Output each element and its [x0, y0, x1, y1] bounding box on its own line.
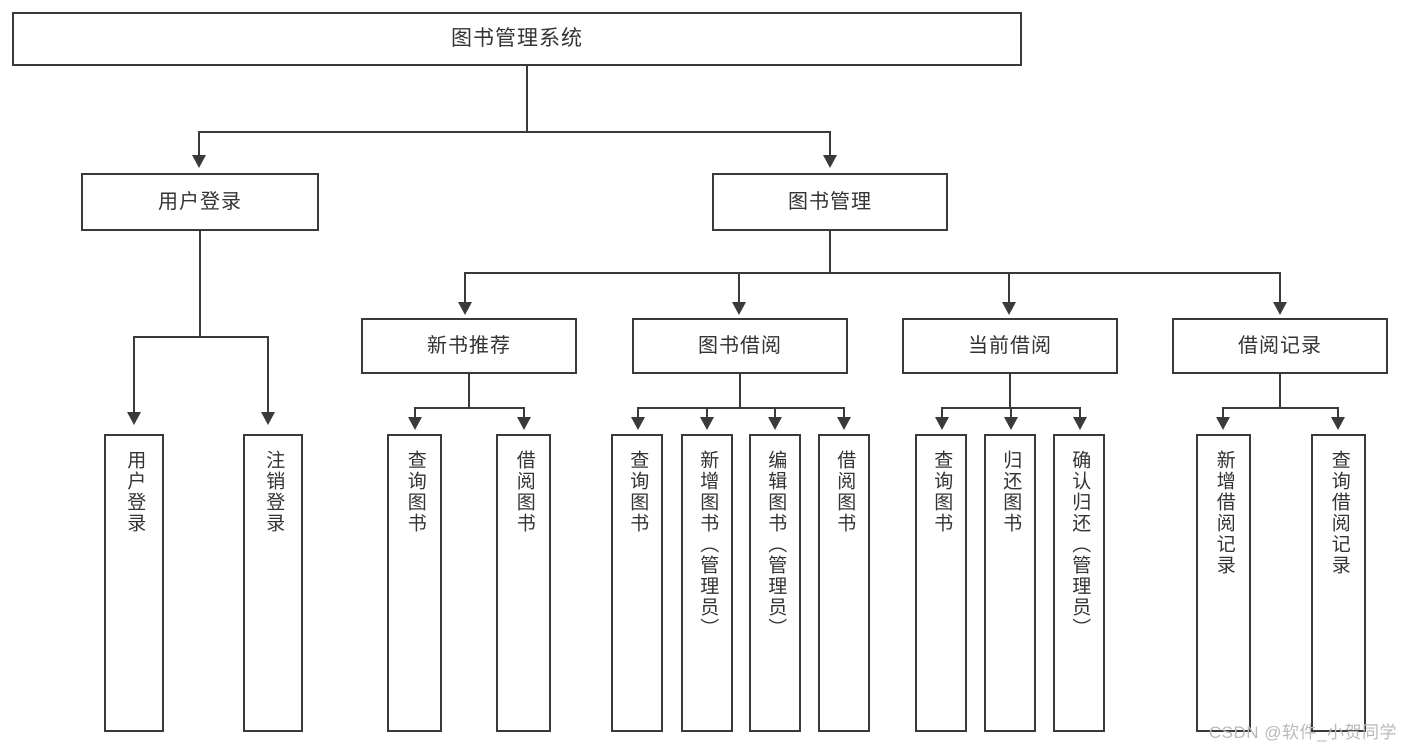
connector-root-bus: [198, 131, 830, 133]
arrowhead-book-borrow-leaf-1: [631, 417, 645, 430]
leaf-user-login-login[interactable]: 用户登录: [104, 434, 164, 732]
leaf-label: 注销登录: [263, 450, 285, 534]
arrowhead-book-borrow-leaf-4: [837, 417, 851, 430]
leaf-book-borrow-borrow-book[interactable]: 借阅图书: [818, 434, 870, 732]
arrowhead-book-borrow-leaf-2: [700, 417, 714, 430]
connector-new-book-leaf-2: [523, 407, 525, 419]
node-new-book-recommend[interactable]: 新书推荐: [361, 318, 577, 374]
leaf-book-borrow-query-book[interactable]: 查询图书: [611, 434, 663, 732]
connector-borrow-record-bus: [1222, 407, 1338, 409]
connector-root-to-book-manage: [829, 131, 831, 159]
connector-new-book-stem: [468, 374, 470, 408]
connector-to-book-borrow: [738, 272, 740, 304]
arrowhead-to-new-book: [458, 302, 472, 315]
leaf-book-borrow-add-book[interactable]: 新增图书（管理员）: [681, 434, 733, 732]
connector-book-borrow-leaf-4: [843, 407, 845, 419]
arrowhead-borrow-record-leaf-1: [1216, 417, 1230, 430]
connector-root-to-user-login: [198, 131, 200, 159]
arrowhead-new-book-leaf-2: [517, 417, 531, 430]
arrowhead-current-borrow-leaf-2: [1004, 417, 1018, 430]
leaf-label: 借阅图书: [834, 450, 856, 534]
node-label: 用户登录: [158, 191, 242, 213]
node-root-system[interactable]: 图书管理系统: [12, 12, 1022, 66]
leaf-label: 编辑图书（管理员）: [765, 450, 787, 639]
leaf-label: 用户登录: [124, 450, 146, 534]
connector-book-management-stem: [829, 231, 831, 273]
connector-current-borrow-leaf-1: [941, 407, 943, 419]
arrowhead-to-borrow-record: [1273, 302, 1287, 315]
node-label: 借阅记录: [1238, 335, 1322, 357]
leaf-label: 查询图书: [404, 450, 426, 534]
connector-root-stem: [526, 66, 528, 132]
connector-current-borrow-leaf-2: [1010, 407, 1012, 419]
arrowhead-root-to-book-manage: [823, 155, 837, 168]
arrowhead-current-borrow-leaf-3: [1073, 417, 1087, 430]
node-borrow-record[interactable]: 借阅记录: [1172, 318, 1388, 374]
connector-user-login-to-leaf-1: [133, 336, 135, 414]
arrowhead-book-borrow-leaf-3: [768, 417, 782, 430]
arrowhead-to-book-borrow: [732, 302, 746, 315]
leaf-current-borrow-query-book[interactable]: 查询图书: [915, 434, 967, 732]
leaf-current-borrow-confirm-return[interactable]: 确认归还（管理员）: [1053, 434, 1105, 732]
leaf-label: 新增图书（管理员）: [697, 450, 719, 639]
connector-level3-bus: [464, 272, 1280, 274]
node-user-login[interactable]: 用户登录: [81, 173, 319, 231]
leaf-label: 查询借阅记录: [1328, 450, 1350, 576]
connector-book-borrow-leaf-3: [774, 407, 776, 419]
connector-new-book-leaf-1: [414, 407, 416, 419]
arrowhead-to-current-borrow: [1002, 302, 1016, 315]
connector-user-login-stem: [199, 231, 201, 337]
arrowhead-user-login-leaf-1: [127, 412, 141, 425]
connector-new-book-bus: [414, 407, 524, 409]
leaf-current-borrow-return-book[interactable]: 归还图书: [984, 434, 1036, 732]
connector-book-borrow-leaf-2: [706, 407, 708, 419]
connector-book-borrow-stem: [739, 374, 741, 408]
connector-current-borrow-leaf-3: [1079, 407, 1081, 419]
leaf-book-borrow-edit-book[interactable]: 编辑图书（管理员）: [749, 434, 801, 732]
connector-borrow-record-leaf-1: [1222, 407, 1224, 419]
node-current-borrow[interactable]: 当前借阅: [902, 318, 1118, 374]
leaf-label: 归还图书: [1000, 450, 1022, 534]
node-label: 图书管理系统: [451, 27, 583, 51]
leaf-new-book-query-book[interactable]: 查询图书: [387, 434, 442, 732]
connector-current-borrow-stem: [1009, 374, 1011, 408]
node-book-borrow[interactable]: 图书借阅: [632, 318, 848, 374]
arrowhead-borrow-record-leaf-2: [1331, 417, 1345, 430]
leaf-label: 查询图书: [627, 450, 649, 534]
node-label: 新书推荐: [427, 335, 511, 357]
node-label: 当前借阅: [968, 335, 1052, 357]
leaf-user-login-logout[interactable]: 注销登录: [243, 434, 303, 732]
leaf-new-book-borrow-book[interactable]: 借阅图书: [496, 434, 551, 732]
node-book-management[interactable]: 图书管理: [712, 173, 948, 231]
connector-book-borrow-bus: [637, 407, 845, 409]
leaf-label: 新增借阅记录: [1213, 450, 1235, 576]
arrowhead-user-login-leaf-2: [261, 412, 275, 425]
connector-book-borrow-leaf-1: [637, 407, 639, 419]
connector-borrow-record-stem: [1279, 374, 1281, 408]
leaf-label: 查询图书: [931, 450, 953, 534]
connector-borrow-record-leaf-2: [1337, 407, 1339, 419]
connector-to-new-book: [464, 272, 466, 304]
arrowhead-current-borrow-leaf-1: [935, 417, 949, 430]
arrowhead-root-to-user-login: [192, 155, 206, 168]
connector-user-login-to-leaf-2: [267, 336, 269, 414]
node-label: 图书借阅: [698, 335, 782, 357]
leaf-label: 借阅图书: [513, 450, 535, 534]
connector-to-borrow-record: [1279, 272, 1281, 304]
connector-user-login-bus: [133, 336, 267, 338]
node-label: 图书管理: [788, 191, 872, 213]
leaf-borrow-record-query-record[interactable]: 查询借阅记录: [1311, 434, 1366, 732]
arrowhead-new-book-leaf-1: [408, 417, 422, 430]
leaf-borrow-record-add-record[interactable]: 新增借阅记录: [1196, 434, 1251, 732]
leaf-label: 确认归还（管理员）: [1069, 450, 1091, 639]
connector-to-current-borrow: [1008, 272, 1010, 304]
